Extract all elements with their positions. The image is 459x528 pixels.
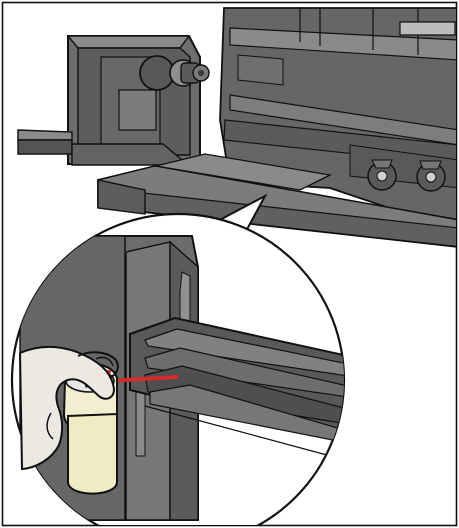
- left-support-beam: [17, 129, 190, 166]
- caster-wheel-icon: [367, 159, 446, 192]
- knob-icon: [139, 55, 210, 91]
- hand-icon: [18, 345, 119, 471]
- crossbar-front: [97, 153, 456, 248]
